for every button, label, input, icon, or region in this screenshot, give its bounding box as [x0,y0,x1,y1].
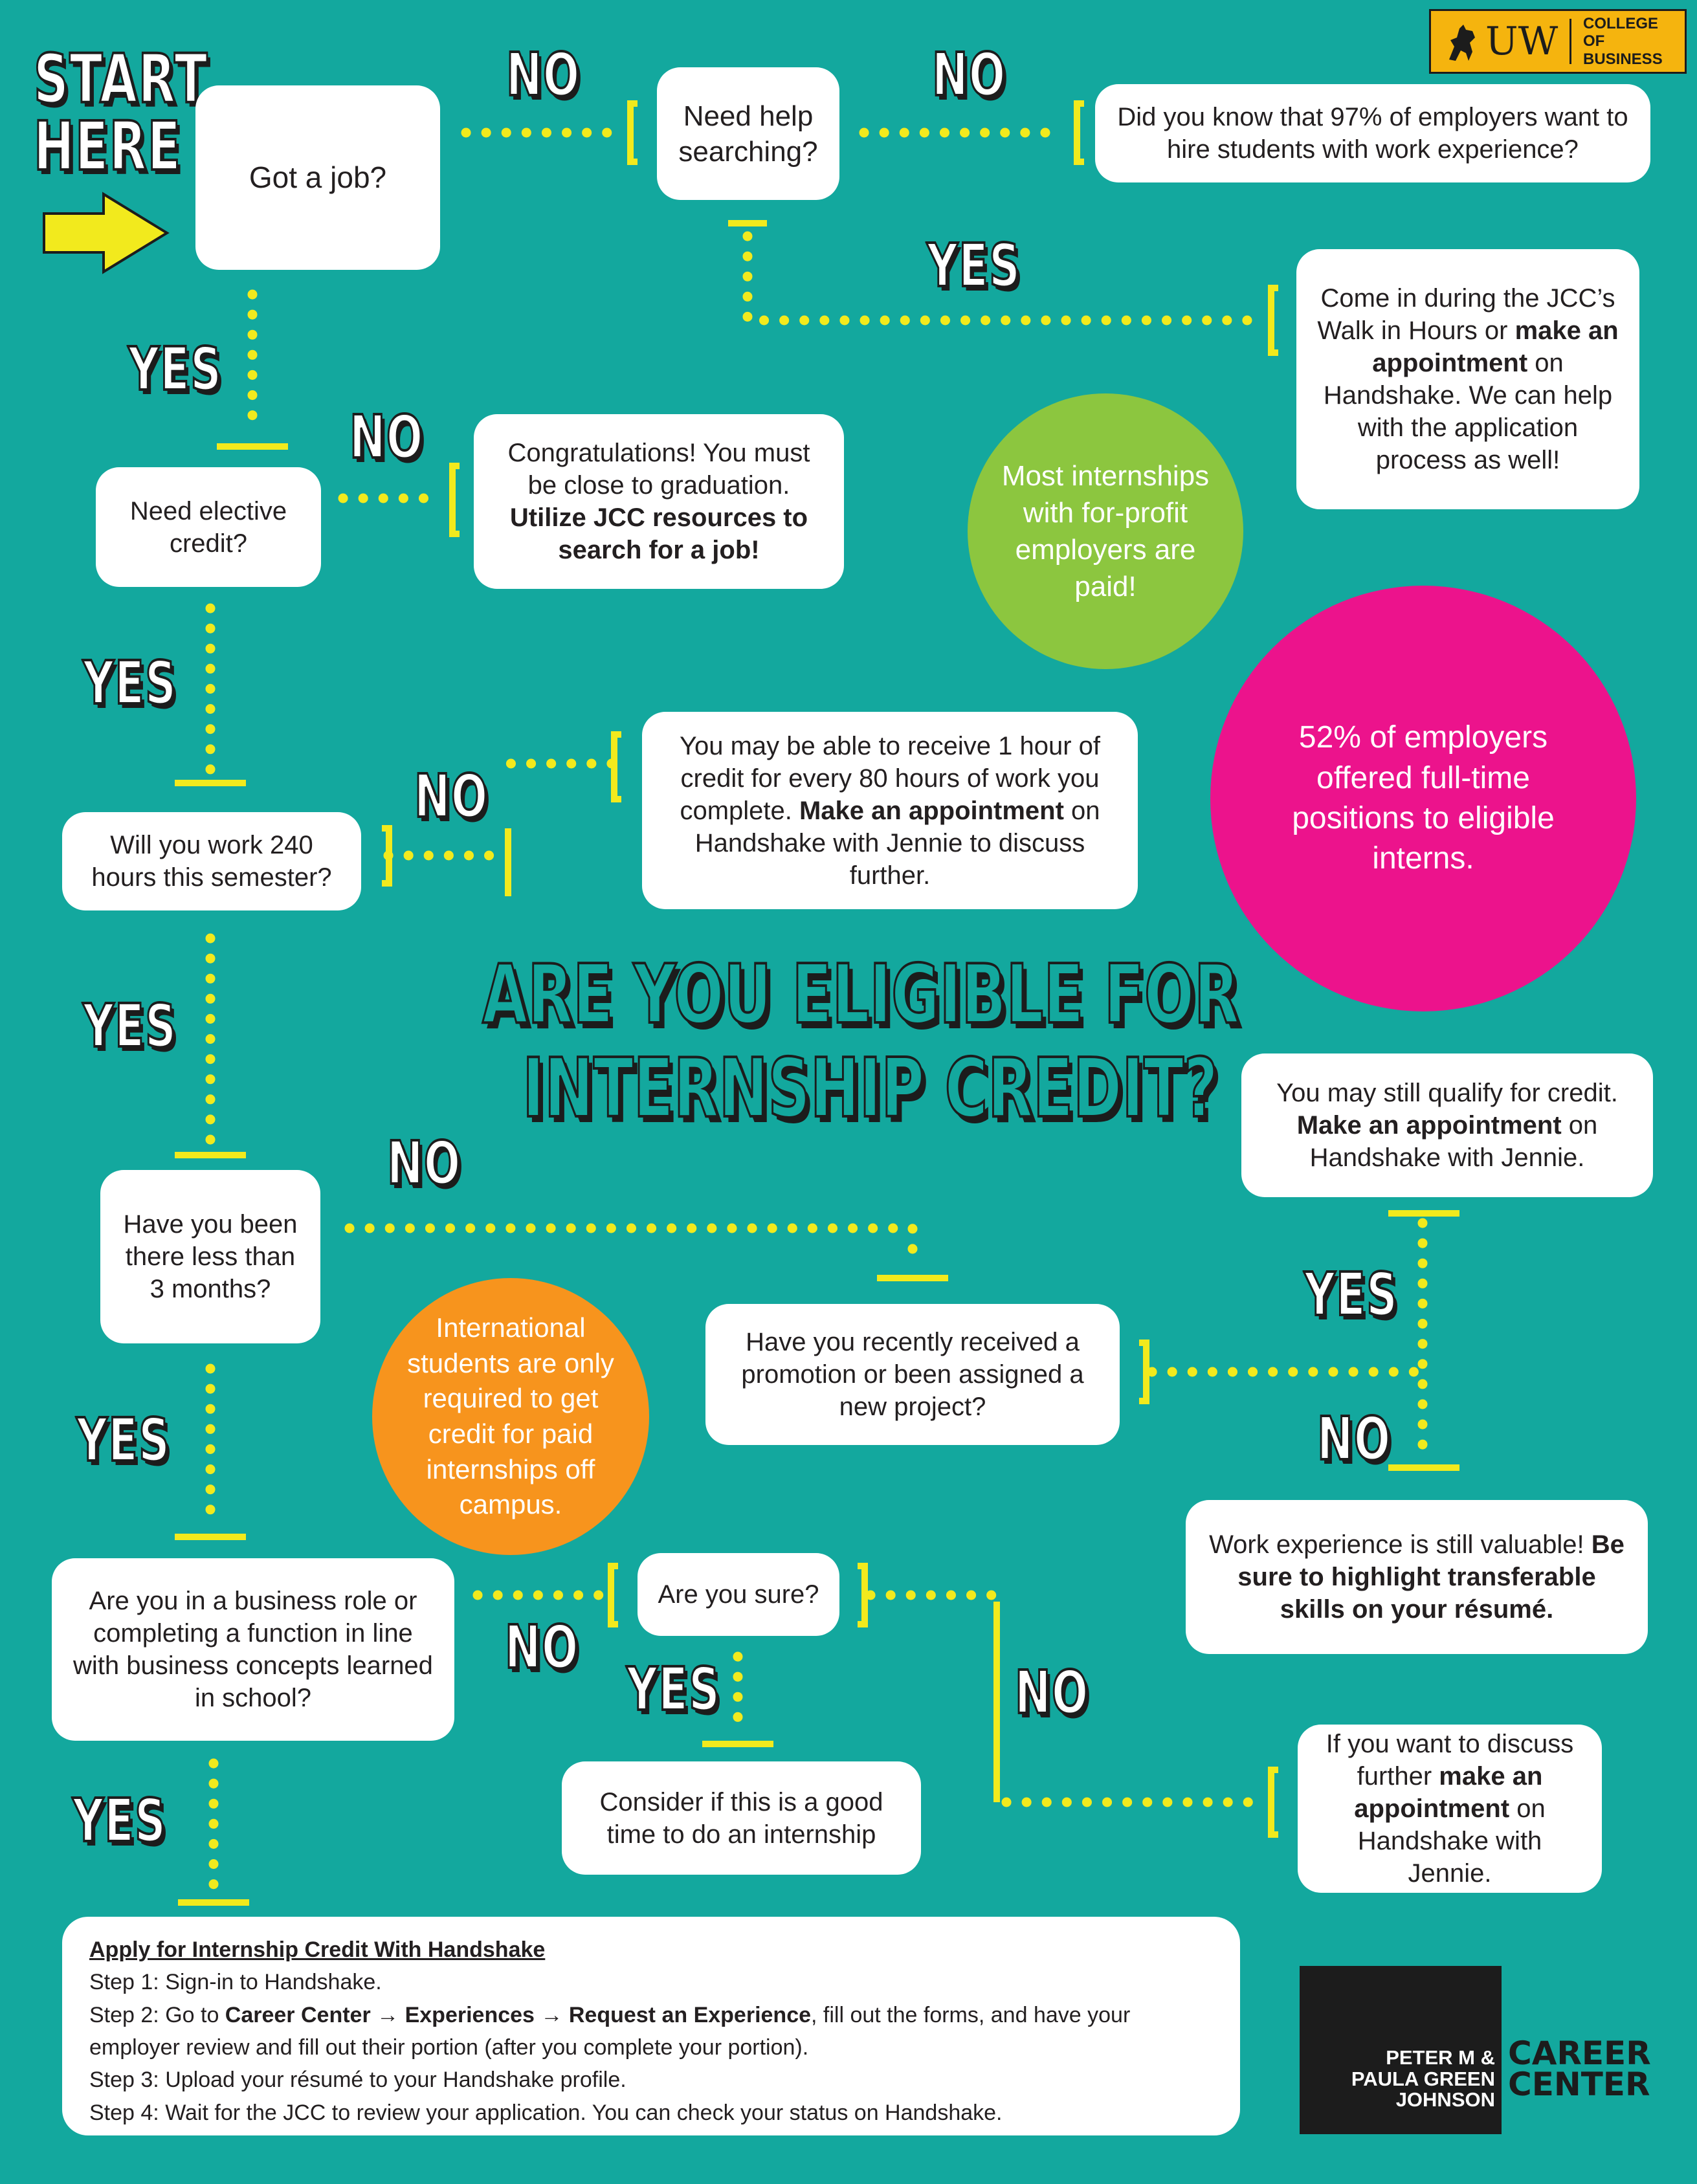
come-in-emphasis: make an appointment [1372,316,1619,377]
career-word: CAREER [1508,2035,1651,2072]
less-than-3-months-box: Have you been there less than 3 months? [100,1170,320,1343]
career-center-name-3: JOHNSON [1395,2088,1495,2112]
cowboy-bucking-horse-icon [1449,25,1475,61]
no-label: NO [505,40,581,109]
paid-internships-circle: Most internships with for-profit employe… [968,393,1243,669]
one-hour-text-end: on Handshake with Jennie to discuss furt… [694,796,1100,890]
step-2-arrow-2: → [534,2002,569,2027]
work-experience-box: Work experience is still valuable! Be su… [1186,1500,1648,1654]
still-qualify-text-end: on Handshake with Jennie. [1309,1111,1598,1172]
handshake-steps-panel: Apply for Internship Credit With Handsha… [62,1917,1240,2135]
one-hour-text: You may be able to receive 1 hour of cre… [679,731,1101,825]
no-label: NO [1014,1658,1089,1727]
recent-promotion-box: Have you recently received a promotion o… [705,1304,1120,1445]
college-line-1: COLLEGE OF [1583,14,1659,50]
one-hour-emphasis: Make an appointment [799,796,1064,825]
international-students-circle: International students are only required… [372,1278,649,1555]
career-center-name-1: PETER M & [1386,2046,1495,2069]
no-label: NO [504,1613,579,1682]
come-in-text: Come in during the JCC’s Walk in Hours o… [1317,284,1615,345]
got-a-job-box: Got a job? [195,85,440,270]
steps-heading: Apply for Internship Credit With Handsha… [89,1937,546,1962]
are-you-sure-box: Are you sure? [638,1553,839,1636]
step-4: Step 4: Wait for the JCC to review your … [89,2100,1003,2125]
discuss-text: If you want to discuss further [1325,1730,1574,1791]
discuss-further-box: If you want to discuss further make an a… [1298,1725,1602,1893]
college-name: COLLEGE OF BUSINESS [1583,15,1676,69]
will-you-work-box: Will you work 240 hours this semester? [62,812,361,910]
yes-label: YES [82,648,177,718]
yes-label: YES [626,1655,721,1724]
center-word: CENTER [1508,2065,1650,2103]
step-2-arrow-1: → [370,2002,405,2027]
need-elective-credit-box: Need elective credit? [96,467,321,587]
yes-label: YES [926,231,1021,300]
career-center-wordmark: CAREER CENTER [1508,2035,1651,2103]
no-label: NO [931,40,1006,109]
still-qualify-box: You may still qualify for credit. Make a… [1241,1053,1653,1197]
still-qualify-text: You may still qualify for credit. [1276,1079,1618,1107]
consider-internship-box: Consider if this is a good time to do an… [562,1761,921,1875]
uw-wordmark: UW [1485,19,1558,64]
step-2-rest: , fill out the forms, and have your empl… [89,2002,1131,2060]
start-line-2: HERE [33,107,182,186]
congrats-emphasis: Utilize JCC resources to search for a jo… [509,503,808,564]
logo-divider [1569,19,1571,64]
start-line-1: START [33,39,208,118]
start-label: START HERE [33,44,208,181]
title-line-1: ARE YOU ELIGIBLE FOR [482,946,1241,1042]
step-3: Step 3: Upload your résumé to your Hands… [89,2068,627,2093]
congrats-text: Congratulations! You must be close to gr… [507,439,810,500]
come-in-box: Come in during the JCC’s Walk in Hours o… [1296,249,1639,509]
yes-label: YES [82,991,177,1061]
no-label: NO [1316,1404,1392,1473]
no-label: NO [386,1129,461,1198]
page-title: ARE YOU ELIGIBLE FOR INTERNSHIP CREDIT? [465,946,1257,1136]
career-center-logo-block: PETER M & PAULA GREEN JOHNSON [1300,1966,1502,2134]
career-center-name-2: PAULA GREEN [1351,2067,1495,2090]
work-exp-text: Work experience is still valuable! [1209,1530,1592,1559]
step-2-career-center: Career Center [225,2002,371,2027]
yes-label: YES [72,1786,167,1855]
yes-label: YES [76,1406,171,1475]
title-line-2: INTERNSHIP CREDIT? [522,1040,1219,1136]
step-2: Step 2: Go to Career Center → Experience… [89,1999,1213,2064]
no-label: NO [349,403,424,472]
full-time-positions-circle: 52% of employers offered full-time posit… [1210,586,1636,1011]
step-2-intro: Step 2: Go to [89,2002,225,2027]
need-help-searching-box: Need help searching? [657,67,839,200]
uw-college-of-business-logo: UW COLLEGE OF BUSINESS [1429,9,1687,74]
yes-label: YES [128,335,223,404]
business-role-box: Are you in a business role or completing… [52,1558,454,1741]
step-1: Step 1: Sign-in to Handshake. [89,1970,382,1995]
college-line-2: BUSINESS [1583,50,1663,68]
step-2-request-experience: Request an Experience [568,2002,812,2027]
no-label: NO [414,762,489,831]
yes-label: YES [1303,1260,1399,1329]
did-you-know-box: Did you know that 97% of employers want … [1095,84,1650,182]
work-exp-emphasis: Be sure to highlight transferable skills… [1237,1530,1625,1624]
step-2-experiences: Experiences [405,2002,535,2027]
congratulations-box: Congratulations! You must be close to gr… [474,414,844,589]
come-in-text-end: on Handshake. We can help with the appli… [1323,349,1613,474]
discuss-emphasis: make an appointment [1354,1762,1543,1823]
one-hour-credit-box: You may be able to receive 1 hour of cre… [642,712,1138,909]
start-arrow-icon [43,192,170,274]
still-qualify-emphasis: Make an appointment [1296,1111,1562,1140]
discuss-text-end: on Handshake with Jennie. [1357,1794,1546,1888]
